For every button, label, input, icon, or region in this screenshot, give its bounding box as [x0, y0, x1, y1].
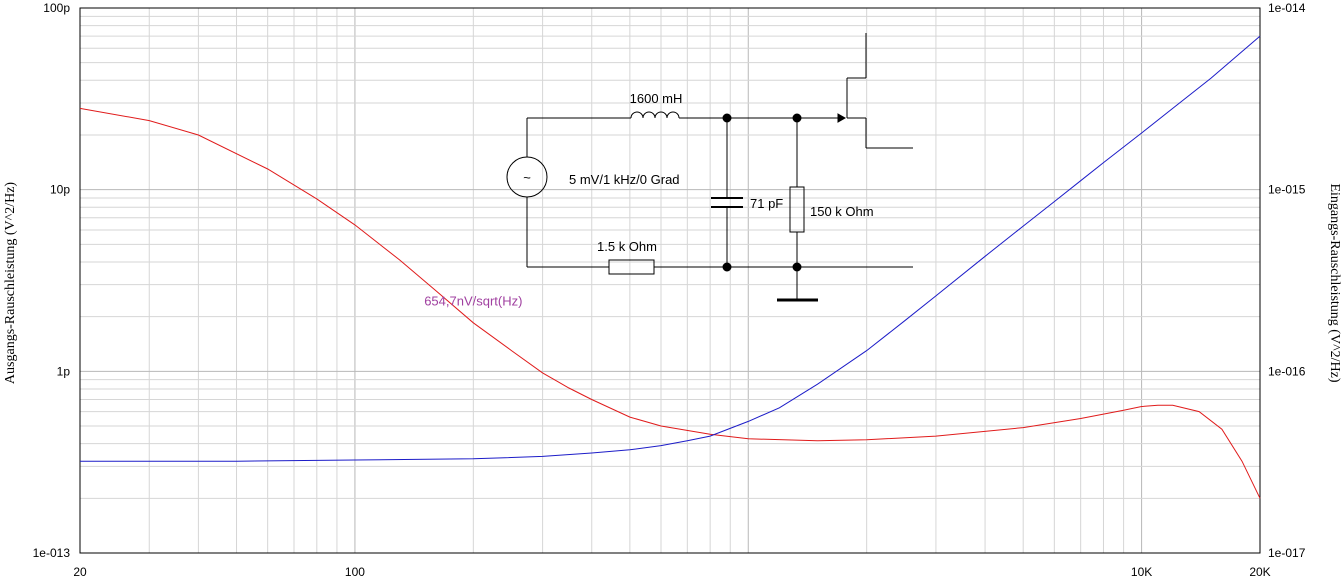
- source-label: 5 mV/1 kHz/0 Grad: [569, 172, 680, 187]
- annotation-label: 654,7nV/sqrt(Hz): [424, 294, 522, 309]
- inductor-label: 1600 mH: [630, 91, 683, 106]
- x-tick-labels: 20 100 10K 20K: [73, 565, 1270, 579]
- x-tick-label: 10K: [1131, 565, 1152, 579]
- series-line-output-noise: [80, 35, 1261, 462]
- junction-dot: [722, 113, 732, 123]
- circuit-schematic: [506, 33, 913, 302]
- series-resistor-label: 1.5 k Ohm: [597, 239, 657, 254]
- left-tick-label: 1p: [57, 364, 71, 378]
- left-tick-label: 100p: [43, 1, 70, 15]
- x-tick-label: 20: [73, 565, 87, 579]
- left-tick-labels: 1e-013 1p 10p 100p: [33, 1, 71, 560]
- capacitor-label: 71 pF: [750, 196, 783, 211]
- right-tick-label: 1e-017: [1268, 546, 1306, 560]
- left-tick-label: 1e-013: [33, 546, 71, 560]
- inductor-symbol: [630, 111, 680, 119]
- junction-dot: [792, 262, 802, 272]
- source-tilde: ~: [523, 170, 531, 185]
- series-group: [79, 35, 1261, 499]
- plot-frame: [79, 7, 1261, 554]
- right-axis-label: Eingangs-Rauschleistung (V^2/Hz): [1327, 183, 1342, 382]
- junction-dot: [792, 113, 802, 123]
- right-tick-label: 1e-014: [1268, 1, 1306, 15]
- junction-dot: [722, 262, 732, 272]
- shunt-resistor-label: 150 k Ohm: [810, 204, 874, 219]
- series-line-input-noise: [79, 107, 1261, 499]
- shunt-resistor-symbol: [789, 186, 805, 233]
- right-tick-label: 1e-015: [1268, 183, 1306, 197]
- grid: [80, 8, 1260, 553]
- right-tick-label: 1e-016: [1268, 364, 1306, 378]
- gate-arrow: [837, 113, 847, 123]
- annotations: 654,7nV/sqrt(Hz): [424, 294, 522, 309]
- x-tick-label: 100: [345, 565, 365, 579]
- right-tick-labels: 1e-017 1e-016 1e-015 1e-014: [1268, 1, 1306, 560]
- left-axis-label: Ausgangs-Rauschleistung (V^2/Hz): [3, 182, 18, 384]
- x-tick-label: 20K: [1249, 565, 1270, 579]
- left-tick-label: 10p: [50, 183, 70, 197]
